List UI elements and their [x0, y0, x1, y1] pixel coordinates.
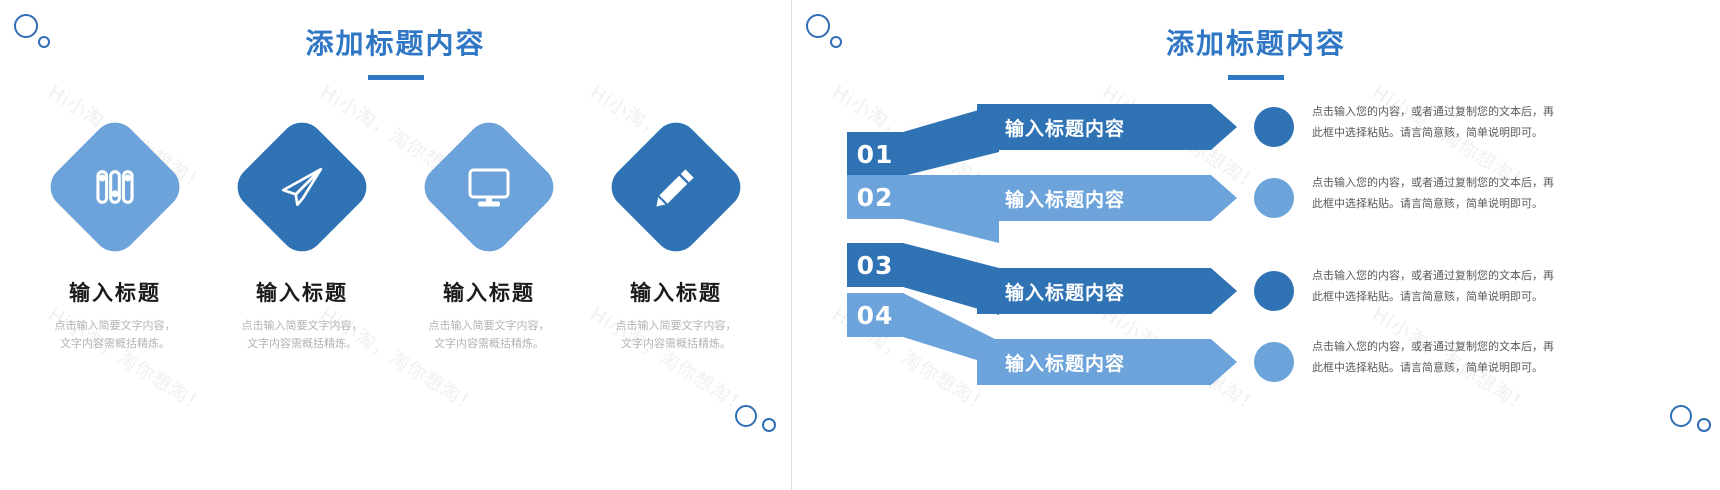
row-connector [903, 293, 999, 367]
decorative-circle-small [762, 418, 776, 432]
row-bullet-dot [1254, 178, 1294, 218]
row-description: 点击输入您的内容，或者通过复制您的文本后，再 此框中选择粘贴。请言简意赅，简单说… [1312, 173, 1622, 215]
row-description: 点击输入您的内容，或者通过复制您的文本后，再 此框中选择粘贴。请言简意赅，简单说… [1312, 266, 1622, 308]
row-number-badge: 03 [847, 243, 903, 287]
feature-card-desc: 点击输入简要文字内容， 文字内容需概括精炼。 [599, 317, 754, 353]
row-number-badge: 01 [847, 132, 903, 176]
row-banner: 输入标题内容 [977, 175, 1237, 221]
decorative-circle-large [1670, 405, 1692, 427]
row-description-line1: 点击输入您的内容，或者通过复制您的文本后，再 [1312, 176, 1554, 189]
feature-card-desc-line1: 点击输入简要文字内容， [54, 319, 176, 332]
sliders-icon [96, 170, 134, 204]
feature-card-desc-line2: 文字内容需概括精炼。 [434, 337, 544, 351]
feature-card-title: 输入标题 [256, 281, 348, 305]
row-banner: 输入标题内容 [977, 339, 1237, 385]
monitor-icon [468, 168, 510, 207]
decorative-circle-small [1697, 418, 1711, 432]
row-description: 点击输入您的内容，或者通过复制您的文本后，再 此框中选择粘贴。请言简意赅，简单说… [1312, 337, 1622, 379]
diamond-shape [602, 113, 750, 261]
decorative-circle-large [735, 405, 757, 427]
decorative-circle-large [806, 14, 830, 38]
feature-card[interactable]: 输入标题 点击输入简要文字内容， 文字内容需概括精炼。 [412, 113, 567, 353]
feature-card-title: 输入标题 [69, 281, 161, 305]
process-row[interactable]: 04 输入标题内容 点击输入您的内容，或者通过复制您的文本后，再 此框中选择粘贴… [792, 293, 1720, 388]
feature-card-title: 输入标题 [630, 281, 722, 305]
feature-card[interactable]: 输入标题 点击输入简要文字内容， 文字内容需概括精炼。 [225, 113, 380, 353]
pencil-icon [656, 169, 694, 207]
row-connector [903, 175, 999, 243]
title-underline [367, 75, 424, 80]
feature-card[interactable]: 输入标题 点击输入简要文字内容， 文字内容需概括精炼。 [599, 113, 754, 353]
decorative-circle-small [830, 36, 842, 48]
feature-card-desc-line2: 文字内容需概括精炼。 [247, 337, 357, 351]
diamond-shape [41, 113, 189, 261]
row-number-badge: 02 [847, 175, 903, 219]
feature-card-desc-line2: 文字内容需概括精炼。 [621, 337, 731, 351]
process-row-list: 01 输入标题内容 点击输入您的内容，或者通过复制您的文本后，再 此框中选择粘贴… [792, 104, 1720, 388]
row-description-line2: 此框中选择粘贴。请言简意赅，简单说明即可。 [1312, 196, 1543, 210]
feature-card-desc-line2: 文字内容需概括精炼。 [60, 337, 170, 351]
row-banner: 输入标题内容 [977, 268, 1237, 314]
feature-card[interactable]: 输入标题 点击输入简要文字内容， 文字内容需概括精炼。 [38, 113, 193, 353]
decorative-circle-large [14, 14, 38, 38]
feature-card-desc: 点击输入简要文字内容， 文字内容需概括精炼。 [38, 317, 193, 353]
slide-right: Hi小淘，淘你想淘！ Hi小淘，淘你想淘！ Hi小淘，淘你想淘！ Hi小淘，淘你… [792, 0, 1720, 490]
feature-card-desc: 点击输入简要文字内容， 文字内容需概括精炼。 [225, 317, 380, 353]
title-underline [1228, 75, 1284, 80]
row-connector [903, 104, 999, 176]
paper-plane-icon [281, 167, 323, 207]
row-description-line1: 点击输入您的内容，或者通过复制您的文本后，再 [1312, 269, 1554, 282]
row-number-badge: 04 [847, 293, 903, 337]
row-description-line2: 此框中选择粘贴。请言简意赅，简单说明即可。 [1312, 289, 1543, 303]
process-row[interactable]: 01 输入标题内容 点击输入您的内容，或者通过复制您的文本后，再 此框中选择粘贴… [792, 102, 1720, 176]
page-title: 添加标题内容 [1165, 27, 1346, 60]
row-banner: 输入标题内容 [977, 104, 1237, 150]
row-description-line1: 点击输入您的内容，或者通过复制您的文本后，再 [1312, 105, 1554, 118]
row-bullet-dot [1254, 342, 1294, 382]
feature-card-title: 输入标题 [443, 281, 535, 305]
decorative-circle-small [38, 36, 50, 48]
process-row[interactable]: 02 输入标题内容 点击输入您的内容，或者通过复制您的文本后，再 此框中选择粘贴… [792, 175, 1720, 246]
feature-card-desc: 点击输入简要文字内容， 文字内容需概括精炼。 [412, 317, 567, 353]
slide-left-header: 添加标题内容 [0, 22, 791, 80]
feature-card-list: 输入标题 点击输入简要文字内容， 文字内容需概括精炼。 输入标题 [0, 113, 791, 353]
row-connector [903, 243, 999, 315]
feature-card-desc-line1: 点击输入简要文字内容， [428, 319, 550, 332]
row-description-line2: 此框中选择粘贴。请言简意赅，简单说明即可。 [1312, 125, 1543, 139]
row-description-line2: 此框中选择粘贴。请言简意赅，简单说明即可。 [1312, 360, 1543, 374]
row-description: 点击输入您的内容，或者通过复制您的文本后，再 此框中选择粘贴。请言简意赅，简单说… [1312, 102, 1622, 144]
feature-card-desc-line1: 点击输入简要文字内容， [615, 319, 737, 332]
diamond-shape [228, 113, 376, 261]
row-bullet-dot [1254, 107, 1294, 147]
slide-left: Hi小淘，淘你想淘！ Hi小淘，淘你想淘！ Hi小淘，淘你想淘！ Hi小淘，淘你… [0, 0, 792, 490]
page-title: 添加标题内容 [305, 27, 486, 60]
feature-card-desc-line1: 点击输入简要文字内容， [241, 319, 363, 332]
row-description-line1: 点击输入您的内容，或者通过复制您的文本后，再 [1312, 340, 1554, 353]
slide-right-header: 添加标题内容 [792, 22, 1720, 80]
diamond-shape [415, 113, 563, 261]
process-row[interactable]: 03 输入标题内容 点击输入您的内容，或者通过复制您的文本后，再 此框中选择粘贴… [792, 243, 1720, 317]
row-bullet-dot [1254, 271, 1294, 311]
